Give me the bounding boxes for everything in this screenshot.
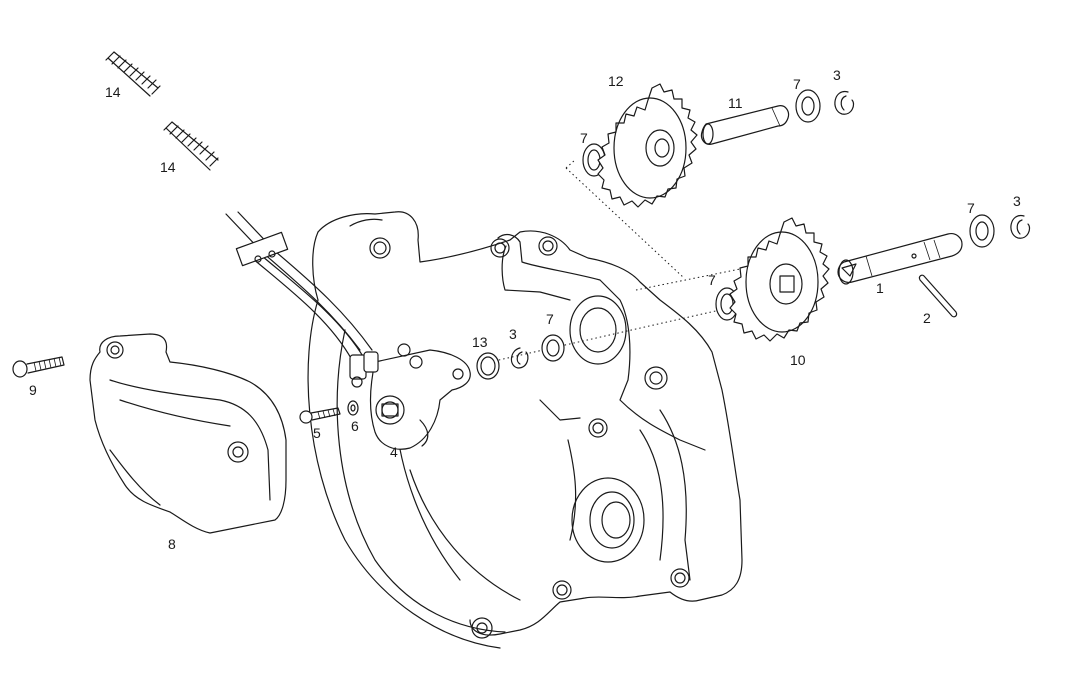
screw-5 — [299, 407, 341, 424]
callout-7-gear12-right: 7 — [793, 76, 801, 92]
callout-3-top: 3 — [833, 67, 841, 83]
callout-14-upper: 14 — [105, 84, 121, 100]
ring-13 — [476, 352, 500, 380]
sensor-assembly — [349, 343, 471, 450]
callout-10: 10 — [790, 352, 806, 368]
circlip-3-top — [834, 91, 855, 115]
alignment-lines — [489, 159, 746, 363]
sensor-cables — [225, 211, 373, 361]
callout-3-right: 3 — [1013, 193, 1021, 209]
crankcase — [307, 211, 743, 649]
callout-9: 9 — [29, 382, 37, 398]
callout-7-center: 7 — [546, 311, 554, 327]
callout-labels: 1 2 3 3 3 4 5 6 7 7 7 7 7 8 9 10 11 12 1… — [29, 67, 1021, 552]
callout-2: 2 — [923, 310, 931, 326]
callout-12: 12 — [608, 73, 624, 89]
spring-14-lower — [163, 121, 219, 171]
spring-14-upper — [105, 51, 161, 97]
screw-9 — [12, 356, 65, 378]
callout-7-gear12-left: 7 — [580, 130, 588, 146]
callout-4: 4 — [390, 444, 398, 460]
shaft-1 — [837, 233, 963, 285]
washer-6 — [347, 400, 359, 416]
gear-10 — [729, 217, 830, 342]
sensor-cover — [89, 333, 287, 534]
callout-6: 6 — [351, 418, 359, 434]
callout-13: 13 — [472, 334, 488, 350]
callout-3-center: 3 — [509, 326, 517, 342]
pin-2 — [918, 274, 958, 318]
callout-8: 8 — [168, 536, 176, 552]
circlip-3-right — [1010, 215, 1031, 239]
callout-7-gear10-right: 7 — [967, 200, 975, 216]
circlip-3-center — [510, 347, 529, 369]
callout-11: 11 — [728, 95, 743, 111]
pin-11 — [700, 105, 790, 145]
washer-7-center — [541, 334, 565, 362]
callout-1: 1 — [876, 280, 884, 296]
washer-7-gear10-right — [969, 214, 995, 248]
callout-7-gear10-left: 7 — [708, 272, 716, 288]
gear-12 — [597, 83, 698, 208]
callout-14-lower: 14 — [160, 159, 176, 175]
washer-7-gear12-right — [795, 89, 821, 123]
callout-5: 5 — [313, 425, 321, 441]
